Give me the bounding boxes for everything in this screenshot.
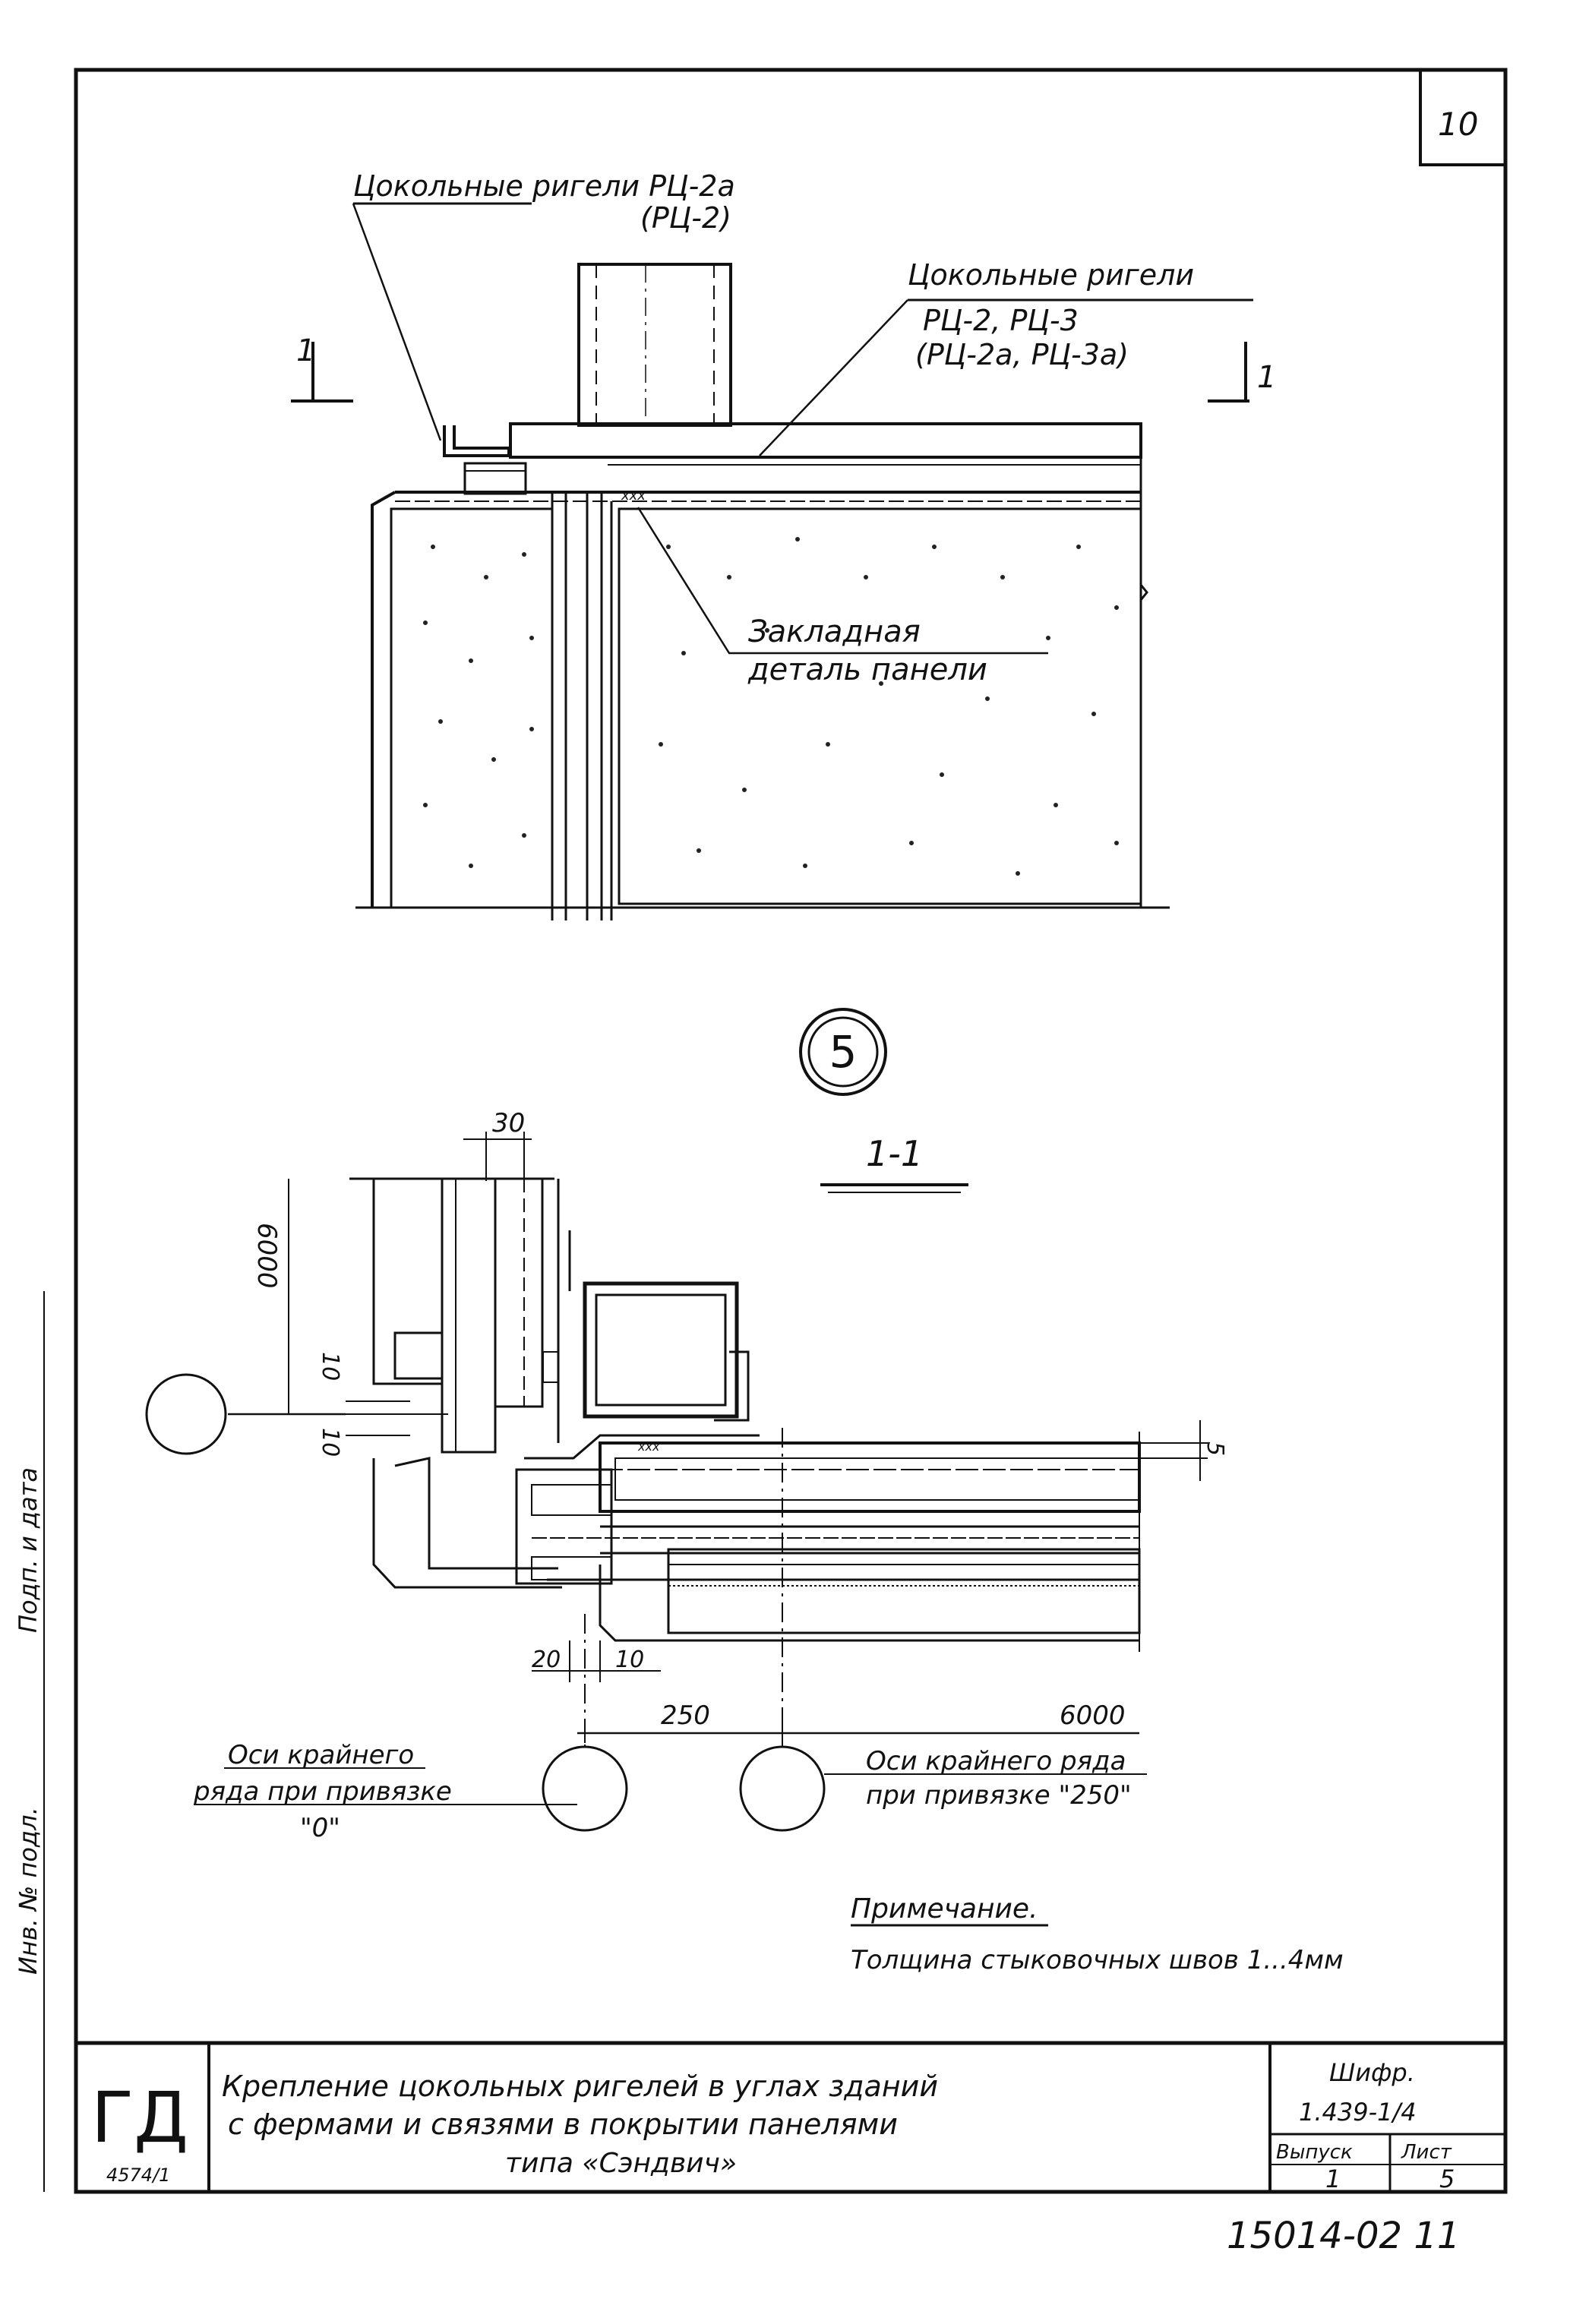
plan-right-panel — [618, 507, 1142, 905]
svg-text:Подп. и дата: Подп. и дата — [14, 1467, 43, 1633]
title-line-3: типа «Сэндвич» — [505, 2148, 737, 2179]
series-value: 1.439-1/4 — [1299, 2098, 1417, 2127]
label-top-right-1: Цокольные ригели — [908, 258, 1194, 292]
plan-corner-element — [443, 425, 510, 457]
axis-bubble-left — [145, 1373, 227, 1455]
dim-6000-vertical: 6000 — [251, 1223, 282, 1289]
plan-column — [577, 263, 732, 427]
plan-view: xxx Цокольные ригели РЦ-2а (РЦ-2) Цоколь… — [291, 169, 1276, 920]
title-block: ГД 4574/1 Крепление цокольных ригелей в … — [76, 2041, 1505, 2193]
dim-5: 5 — [1202, 1441, 1228, 1456]
note-title: Примечание. — [851, 1893, 1038, 1925]
sheet-frame — [74, 68, 1508, 2194]
svg-text:5: 5 — [829, 1026, 858, 1078]
svg-text:xxx: xxx — [637, 1439, 660, 1454]
footer-code: 15014-02 11 — [1227, 2215, 1460, 2257]
label-top-right-2: РЦ-2, РЦ-3 — [923, 304, 1079, 337]
page-value: 5 — [1439, 2165, 1455, 2193]
svg-text:1: 1 — [1257, 360, 1276, 395]
svg-text:1: 1 — [296, 333, 315, 368]
dim-30: 30 — [492, 1108, 525, 1138]
dim-10-top: 10 — [317, 1352, 343, 1381]
axis-note-left-2: ряда при привязке — [193, 1776, 452, 1807]
node-mark: 5 — [799, 1008, 887, 1096]
svg-text:Инв. № подл.: Инв. № подл. — [14, 1807, 43, 1975]
section-mark-right: 1 — [1208, 342, 1276, 403]
title-line-1: Крепление цокольных ригелей в углах здан… — [222, 2070, 938, 2103]
section-column — [583, 1281, 739, 1419]
axis-note-left-1: Оси крайнего — [228, 1740, 414, 1770]
svg-text:xxx: xxx — [621, 488, 646, 504]
section-view: xxx 30 6000 10 10 5 20 10 250 — [145, 1108, 1344, 1975]
dim-250: 250 — [661, 1700, 710, 1731]
dim-10-side: 10 — [317, 1428, 343, 1457]
page-number: 10 — [1438, 106, 1478, 143]
sheet-value: 1 — [1325, 2165, 1341, 2193]
label-embedded-1: Закладная — [748, 614, 921, 649]
axis-note-right-2: при привязке "250" — [866, 1780, 1132, 1811]
plan-left-panel — [371, 491, 396, 908]
svg-text:1-1: 1-1 — [866, 1133, 923, 1174]
label-top-right-3: (РЦ-2а, РЦ-3а) — [915, 338, 1129, 371]
sheet-label: Выпуск — [1276, 2141, 1353, 2164]
logo: ГД — [91, 2077, 188, 2158]
section-title: 1-1 — [820, 1133, 968, 1193]
axis-bubble-zero — [542, 1745, 628, 1832]
label-top-left-1: Цокольные ригели РЦ-2а — [353, 169, 735, 203]
page-label: Лист — [1401, 2141, 1452, 2164]
series-label: Шифр. — [1329, 2058, 1415, 2087]
page-number-box — [1419, 68, 1507, 166]
dim-20: 20 — [532, 1647, 561, 1673]
axis-bubble-250 — [739, 1745, 826, 1832]
axis-note-left-3: "0" — [300, 1813, 340, 1843]
dim-6000: 6000 — [1060, 1700, 1126, 1731]
plan-beam — [509, 422, 1142, 459]
label-top-left-2: (РЦ-2) — [640, 201, 731, 235]
logo-code: 4574/1 — [106, 2165, 170, 2186]
dim-10-bottom: 10 — [615, 1647, 644, 1673]
section-mark-left: 1 — [291, 333, 353, 403]
axis-note-right-1: Оси крайнего ряда — [866, 1746, 1126, 1776]
title-line-2: с фермами и связями в покрытии панелями — [228, 2108, 898, 2141]
note-text: Толщина стыковочных швов 1...4мм — [851, 1945, 1344, 1975]
label-embedded-2: деталь панели — [747, 652, 987, 687]
margin-stamp: Подп. и дата Инв. № подл. — [14, 1291, 45, 2192]
